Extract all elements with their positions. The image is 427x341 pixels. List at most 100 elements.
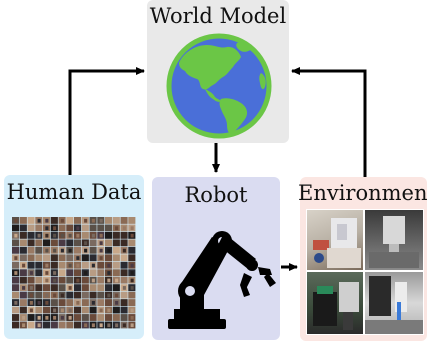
mosaic-tile	[128, 246, 136, 254]
mosaic-tile	[66, 269, 74, 277]
mosaic-tile	[112, 306, 120, 314]
mosaic-tile	[27, 217, 35, 224]
mosaic-tile	[105, 284, 113, 292]
world-model-panel: World Model	[147, 0, 289, 143]
mosaic-tile-detail	[37, 315, 41, 320]
mosaic-tile-detail	[37, 323, 41, 328]
mosaic-tile	[35, 254, 43, 262]
mosaic-tile-detail	[122, 323, 126, 328]
mosaic-tile-detail	[91, 278, 95, 283]
mosaic-tile	[19, 217, 27, 224]
mosaic-tile	[58, 239, 66, 247]
mosaic-tile	[81, 284, 89, 292]
mosaic-tile-detail	[130, 286, 134, 290]
mosaic-tile-detail	[45, 315, 49, 320]
mosaic-tile	[74, 321, 82, 329]
mosaic-tile-detail	[29, 293, 33, 298]
mosaic-tile	[112, 231, 120, 239]
mosaic-tile-detail	[68, 315, 72, 320]
mosaic-tile-detail	[45, 233, 49, 238]
mosaic-tile	[128, 254, 136, 262]
mosaic-tile-detail	[53, 278, 57, 283]
mosaic-tile	[81, 314, 89, 321]
mosaic-tile	[97, 291, 105, 299]
mosaic-tile	[74, 246, 82, 254]
mosaic-tile-detail	[107, 308, 111, 313]
mosaic-tile-detail	[60, 256, 64, 260]
mosaic-tile	[12, 306, 20, 314]
mosaic-tile-detail	[115, 226, 119, 231]
mosaic-tile	[89, 254, 97, 262]
mosaic-tile-detail	[122, 226, 126, 231]
mosaic-tile	[35, 224, 43, 232]
mosaic-tile	[74, 314, 82, 321]
mosaic-tile-detail	[37, 218, 41, 223]
mosaic-tile-detail	[14, 218, 18, 223]
mosaic-tile-detail	[29, 301, 33, 305]
mosaic-tile	[112, 284, 120, 292]
mosaic-tile	[120, 299, 128, 306]
mosaic-tile-detail	[130, 271, 134, 275]
mosaic-tile	[19, 239, 27, 247]
mosaic-tile	[58, 284, 66, 292]
mosaic-tile-detail	[60, 293, 64, 298]
mosaic-tile-detail	[14, 293, 18, 298]
mosaic-tile	[27, 321, 35, 329]
mosaic-tile-detail	[115, 301, 119, 305]
mosaic-tile-detail	[84, 248, 88, 253]
mosaic-tile	[35, 269, 43, 277]
mosaic-tile-detail	[130, 233, 134, 238]
mosaic-tile	[128, 299, 136, 306]
mosaic-tile	[112, 314, 120, 321]
mosaic-tile-detail	[53, 308, 57, 313]
mosaic-tile-detail	[45, 218, 49, 223]
mosaic-tile	[97, 261, 105, 269]
robot-arm-icon	[168, 231, 276, 329]
mosaic-tile-detail	[115, 278, 119, 283]
mosaic-tile-detail	[14, 256, 18, 260]
mosaic-tile	[112, 269, 120, 277]
mosaic-tile	[12, 239, 20, 247]
mosaic-tile	[19, 306, 27, 314]
mosaic-tile	[50, 239, 58, 247]
mosaic-tile-detail	[53, 271, 57, 275]
mosaic-tile-detail	[130, 226, 134, 231]
mosaic-tile	[27, 276, 35, 284]
mosaic-tile	[105, 254, 113, 262]
mosaic-tile	[12, 284, 20, 292]
mosaic-tile	[105, 217, 113, 224]
mosaic-tile-detail	[76, 263, 80, 268]
mosaic-tile-detail	[91, 301, 95, 305]
mosaic-tile-detail	[99, 241, 103, 245]
mosaic-tile-detail	[122, 286, 126, 290]
mosaic-tile-detail	[68, 308, 72, 313]
mosaic-tile	[89, 224, 97, 232]
mosaic-tile	[27, 239, 35, 247]
mosaic-tile	[89, 291, 97, 299]
mosaic-tile-detail	[14, 233, 18, 238]
mosaic-tile	[97, 276, 105, 284]
mosaic-tile	[27, 261, 35, 269]
mosaic-tile-detail	[99, 233, 103, 238]
mosaic-tile	[120, 261, 128, 269]
mosaic-tile-detail	[76, 301, 80, 305]
mosaic-tile-detail	[53, 248, 57, 253]
mosaic-tile	[112, 261, 120, 269]
mosaic-tile	[27, 246, 35, 254]
mosaic-tile	[35, 291, 43, 299]
mosaic-tile-detail	[53, 315, 57, 320]
mosaic-tile	[19, 269, 27, 277]
mosaic-tile	[43, 284, 51, 292]
mosaic-tile	[66, 224, 74, 232]
mosaic-tile	[66, 299, 74, 306]
mosaic-tile-detail	[107, 293, 111, 298]
mosaic-tile	[112, 254, 120, 262]
mosaic-tile	[97, 299, 105, 306]
mosaic-tile-detail	[60, 233, 64, 238]
mosaic-tile-detail	[107, 263, 111, 268]
mosaic-tile-detail	[115, 323, 119, 328]
mosaic-tile	[74, 217, 82, 224]
mosaic-tile-detail	[91, 233, 95, 238]
mosaic-tile-detail	[99, 323, 103, 328]
mosaic-tile	[81, 254, 89, 262]
